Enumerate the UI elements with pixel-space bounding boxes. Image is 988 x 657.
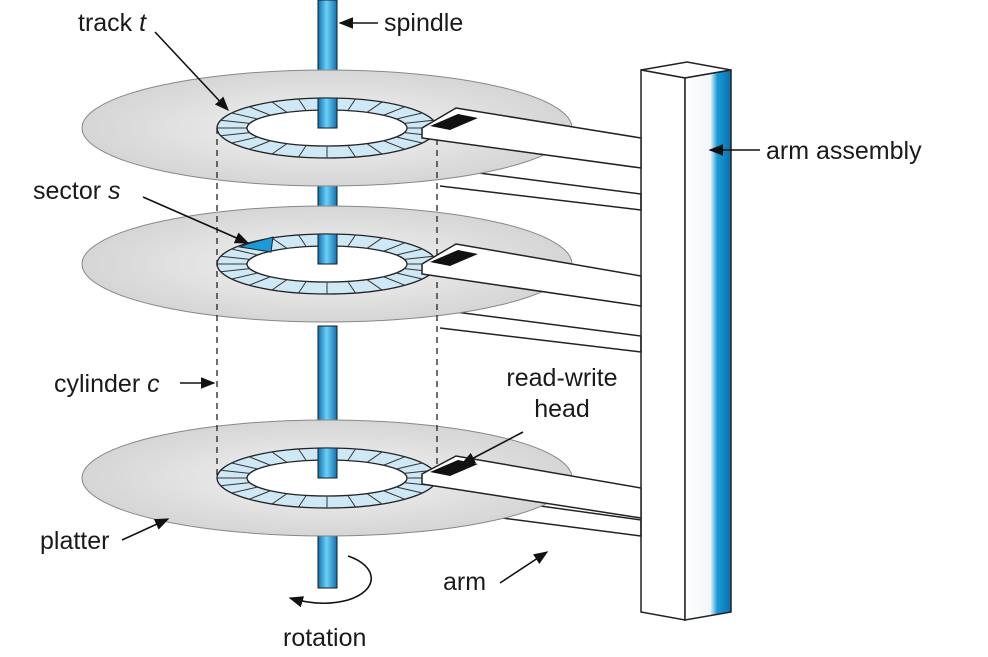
sector-divider bbox=[347, 98, 356, 111]
sector-divider bbox=[220, 255, 250, 260]
sector-divider bbox=[298, 145, 307, 158]
platter-bottom bbox=[81, 419, 573, 537]
sector-divider bbox=[396, 136, 423, 144]
sector-divider bbox=[220, 119, 250, 124]
label-sector: sector s bbox=[33, 177, 121, 205]
sector-divider bbox=[220, 482, 250, 487]
sector-divider bbox=[347, 145, 356, 158]
sector-divider bbox=[249, 276, 271, 286]
sector-divider bbox=[271, 143, 288, 155]
sector-divider bbox=[271, 237, 288, 249]
sector-divider bbox=[231, 112, 258, 120]
sector-divider bbox=[249, 140, 271, 150]
sector-divider bbox=[249, 490, 271, 500]
sector-divider bbox=[366, 451, 383, 463]
sector-divider bbox=[231, 462, 258, 470]
sector-divider bbox=[396, 272, 423, 280]
sector-divider bbox=[347, 448, 356, 461]
arm-assembly bbox=[640, 61, 732, 621]
sector-divider bbox=[396, 462, 423, 470]
label-spindle: spindle bbox=[384, 9, 463, 37]
cylinder-outline bbox=[216, 128, 438, 478]
sector-divider bbox=[271, 279, 288, 291]
sector-divider bbox=[231, 486, 258, 494]
sector-divider bbox=[298, 495, 307, 508]
sector-divider bbox=[366, 143, 383, 155]
platter-middle bbox=[81, 205, 573, 323]
read-write-head-top bbox=[430, 114, 478, 130]
platter-top bbox=[81, 69, 573, 187]
sector-divider bbox=[383, 490, 405, 500]
label-head: head bbox=[534, 395, 590, 423]
sector-divider bbox=[383, 276, 405, 286]
sector-divider bbox=[298, 448, 307, 461]
rotation-arrow-icon bbox=[288, 555, 373, 608]
sector-divider bbox=[298, 234, 307, 247]
sector-divider bbox=[347, 234, 356, 247]
sector-divider bbox=[383, 106, 405, 116]
sector-divider bbox=[271, 101, 288, 113]
arm-middle bbox=[421, 243, 642, 307]
sector-divider bbox=[366, 493, 383, 505]
sector-divider bbox=[383, 242, 405, 252]
read-write-head-middle bbox=[430, 250, 478, 266]
sector-divider bbox=[383, 140, 405, 150]
sector-divider bbox=[404, 119, 434, 124]
sector-divider bbox=[366, 237, 383, 249]
sector-divider bbox=[396, 112, 423, 120]
label-track: track t bbox=[78, 9, 147, 37]
sector-divider bbox=[347, 495, 356, 508]
arm-top bbox=[421, 107, 642, 169]
label-platter: platter bbox=[40, 527, 109, 555]
label-pointers bbox=[121, 17, 760, 584]
sector-divider bbox=[220, 469, 250, 474]
label-rotation: rotation bbox=[283, 624, 366, 652]
sector-divider bbox=[396, 248, 423, 256]
label-arm: arm bbox=[443, 568, 486, 596]
label-arm-assembly: arm assembly bbox=[766, 137, 922, 165]
track-ring-middle bbox=[216, 233, 438, 295]
sector-divider bbox=[271, 451, 288, 463]
sector-divider bbox=[271, 493, 288, 505]
sector-divider bbox=[231, 272, 258, 280]
sector-divider bbox=[298, 281, 307, 294]
label-cylinder: cylinder c bbox=[54, 370, 160, 398]
sector-divider bbox=[366, 279, 383, 291]
sector-divider bbox=[366, 101, 383, 113]
sector-divider bbox=[231, 136, 258, 144]
sector-highlight bbox=[238, 236, 274, 253]
sector-divider bbox=[347, 281, 356, 294]
sector-divider bbox=[396, 486, 423, 494]
sector-divider bbox=[383, 456, 405, 466]
sector-divider bbox=[298, 98, 307, 111]
sector-divider bbox=[249, 456, 271, 466]
sector-divider bbox=[220, 268, 250, 273]
sector-divider bbox=[231, 248, 258, 256]
sector-divider bbox=[249, 106, 271, 116]
label-read-write: read-write bbox=[506, 364, 617, 392]
sector-divider bbox=[404, 255, 434, 260]
sector-divider bbox=[220, 132, 250, 137]
